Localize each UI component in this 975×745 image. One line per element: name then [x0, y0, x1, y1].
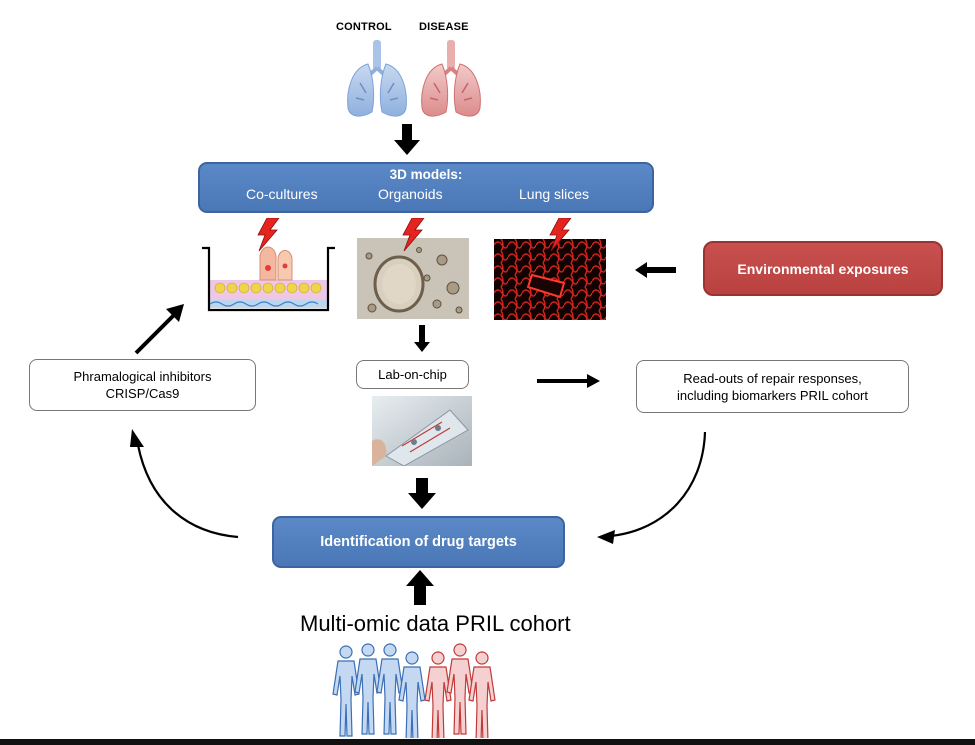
lightning-icon — [402, 218, 425, 252]
models-item-organoids: Organoids — [378, 186, 443, 202]
inhibitors-box: Phramalogical inhibitors CRISP/Cas9 — [29, 359, 256, 411]
lung-slice-image — [494, 239, 606, 320]
arrow-left-env — [635, 262, 676, 278]
lab-on-chip-label: Lab-on-chip — [378, 367, 447, 382]
readouts-box: Read-outs of repair responses, including… — [636, 360, 909, 413]
arrow-diagonal-up — [134, 304, 184, 355]
lab-on-chip-box: Lab-on-chip — [356, 360, 469, 389]
models-item-lung-slices: Lung slices — [519, 186, 590, 202]
drug-targets-box: Identification of drug targets — [272, 516, 565, 568]
3d-models-box: 3D models: Co-cultures Organoids Lung sl… — [198, 162, 654, 213]
curved-arrow-left — [130, 429, 239, 539]
environmental-exposures-label: Environmental exposures — [737, 260, 909, 277]
multi-omic-label: Multi-omic data PRIL cohort — [300, 611, 571, 636]
readouts-line1: Read-outs of repair responses, — [683, 370, 862, 386]
arrow-down-2 — [414, 325, 430, 352]
lightning-icon — [549, 218, 572, 252]
organoids-image — [357, 238, 469, 319]
models-item-cocultures: Co-cultures — [246, 186, 318, 202]
coculture-well-image — [202, 246, 335, 312]
control-label: CONTROL — [336, 21, 392, 33]
lungs-disease-icon — [421, 40, 481, 117]
lab-on-chip-image — [372, 396, 472, 466]
arrow-up-omic — [406, 570, 434, 605]
arrow-right-readout — [537, 374, 600, 388]
inhibitors-line1: Phramalogical inhibitors — [73, 369, 212, 384]
lightning-icon — [257, 218, 280, 252]
bottom-border — [0, 739, 975, 745]
environmental-exposures-box: Environmental exposures — [703, 241, 943, 296]
human-figure-icon — [332, 643, 496, 738]
readouts-line2: including biomarkers PRIL cohort — [677, 387, 868, 403]
lungs-control-icon — [347, 40, 407, 117]
arrow-down-3 — [408, 478, 436, 509]
inhibitors-line2: CRISP/Cas9 — [105, 386, 180, 401]
drug-targets-label: Identification of drug targets — [320, 534, 517, 550]
models-title: 3D models: — [389, 167, 463, 182]
arrow-down-1 — [394, 124, 420, 155]
disease-label: DISEASE — [419, 21, 469, 33]
curved-arrow-right — [597, 431, 707, 544]
